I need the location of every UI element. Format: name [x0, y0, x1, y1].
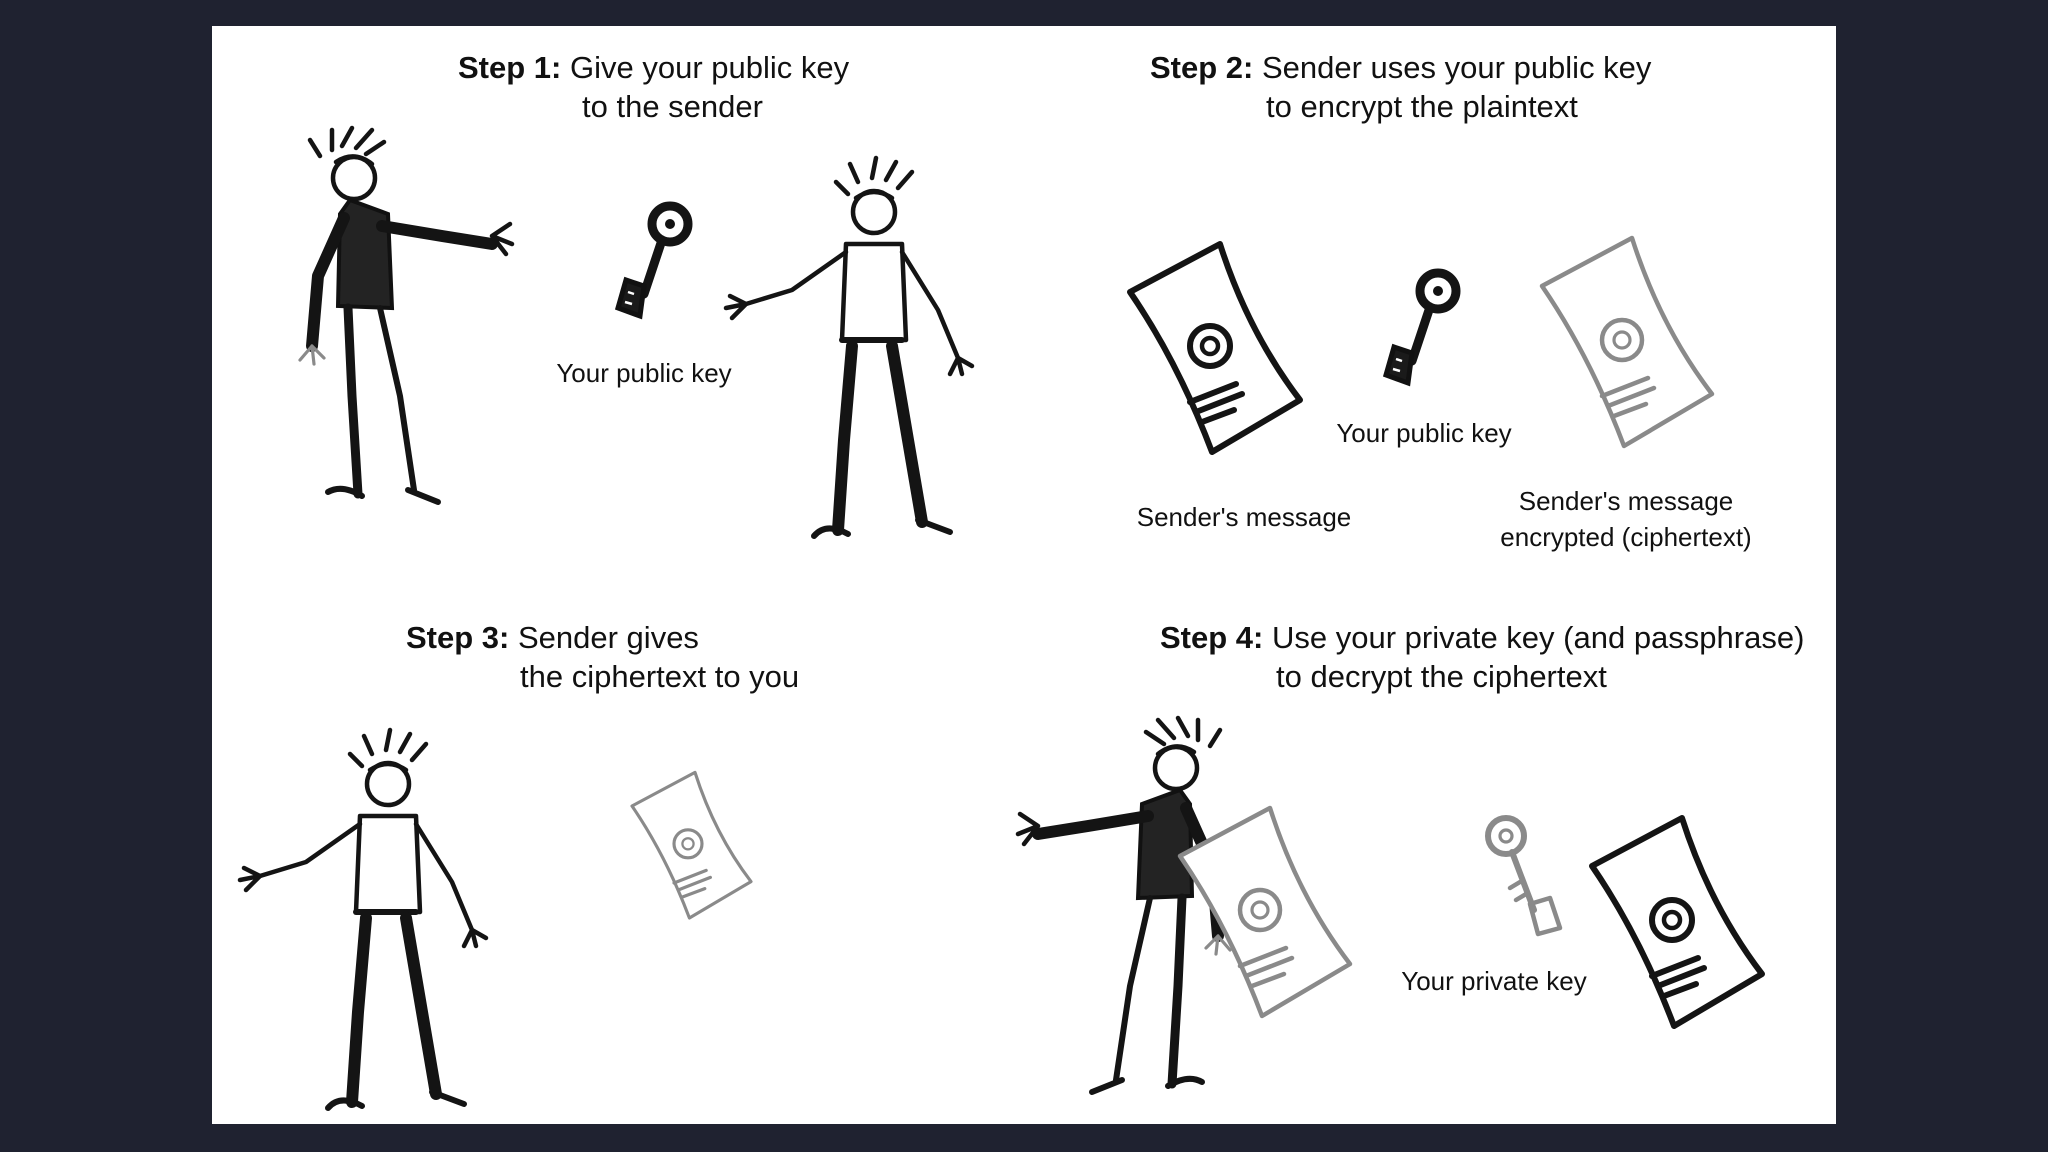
public-key-caption: Your public key — [1336, 420, 1511, 446]
you-figure — [1018, 718, 1230, 1092]
step-label: Step 2: — [1150, 50, 1253, 85]
public-key-icon — [618, 206, 688, 316]
step-text: to the sender — [458, 91, 849, 122]
step-1-title: Step 1: Give your public key to the send… — [458, 52, 849, 122]
step-text: Use your private key (and passphrase) — [1272, 620, 1804, 655]
public-key-icon — [1386, 273, 1456, 383]
step-label: Step 1: — [458, 50, 561, 85]
ciphertext-caption: Sender's message encrypted (ciphertext) — [1500, 488, 1751, 550]
diagram-panel: Step 1: Give your public key to the send… — [212, 26, 1836, 1124]
step-text: the ciphertext to you — [406, 661, 799, 692]
diagram-artwork — [212, 26, 1836, 1124]
private-key-icon — [1488, 818, 1560, 934]
ciphertext-caption-line: encrypted (ciphertext) — [1500, 524, 1751, 550]
step-text: Sender uses your public key — [1262, 50, 1651, 85]
sender-figure — [240, 730, 486, 1108]
decrypted-document-icon — [1592, 818, 1762, 1026]
ciphertext-caption-line: Sender's message — [1500, 488, 1751, 514]
step-3-title: Step 3: Sender gives the ciphertext to y… — [406, 622, 799, 692]
step-label: Step 3: — [406, 620, 509, 655]
you-figure — [300, 128, 512, 502]
step-text: to encrypt the plaintext — [1150, 91, 1651, 122]
sender-figure — [726, 158, 972, 536]
sender-message-caption: Sender's message — [1137, 504, 1352, 530]
step-text: Sender gives — [518, 620, 699, 655]
private-key-caption: Your private key — [1401, 968, 1586, 994]
step-2-title: Step 2: Sender uses your public key to e… — [1150, 52, 1651, 122]
step-text: to decrypt the ciphertext — [1160, 661, 1804, 692]
step-label: Step 4: — [1160, 620, 1263, 655]
ciphertext-document-icon — [632, 772, 751, 918]
plaintext-document-icon — [1130, 244, 1300, 452]
step-4-title: Step 4: Use your private key (and passph… — [1160, 622, 1804, 692]
ciphertext-document-icon — [1542, 238, 1712, 446]
public-key-caption: Your public key — [556, 360, 731, 386]
step-text: Give your public key — [570, 50, 849, 85]
